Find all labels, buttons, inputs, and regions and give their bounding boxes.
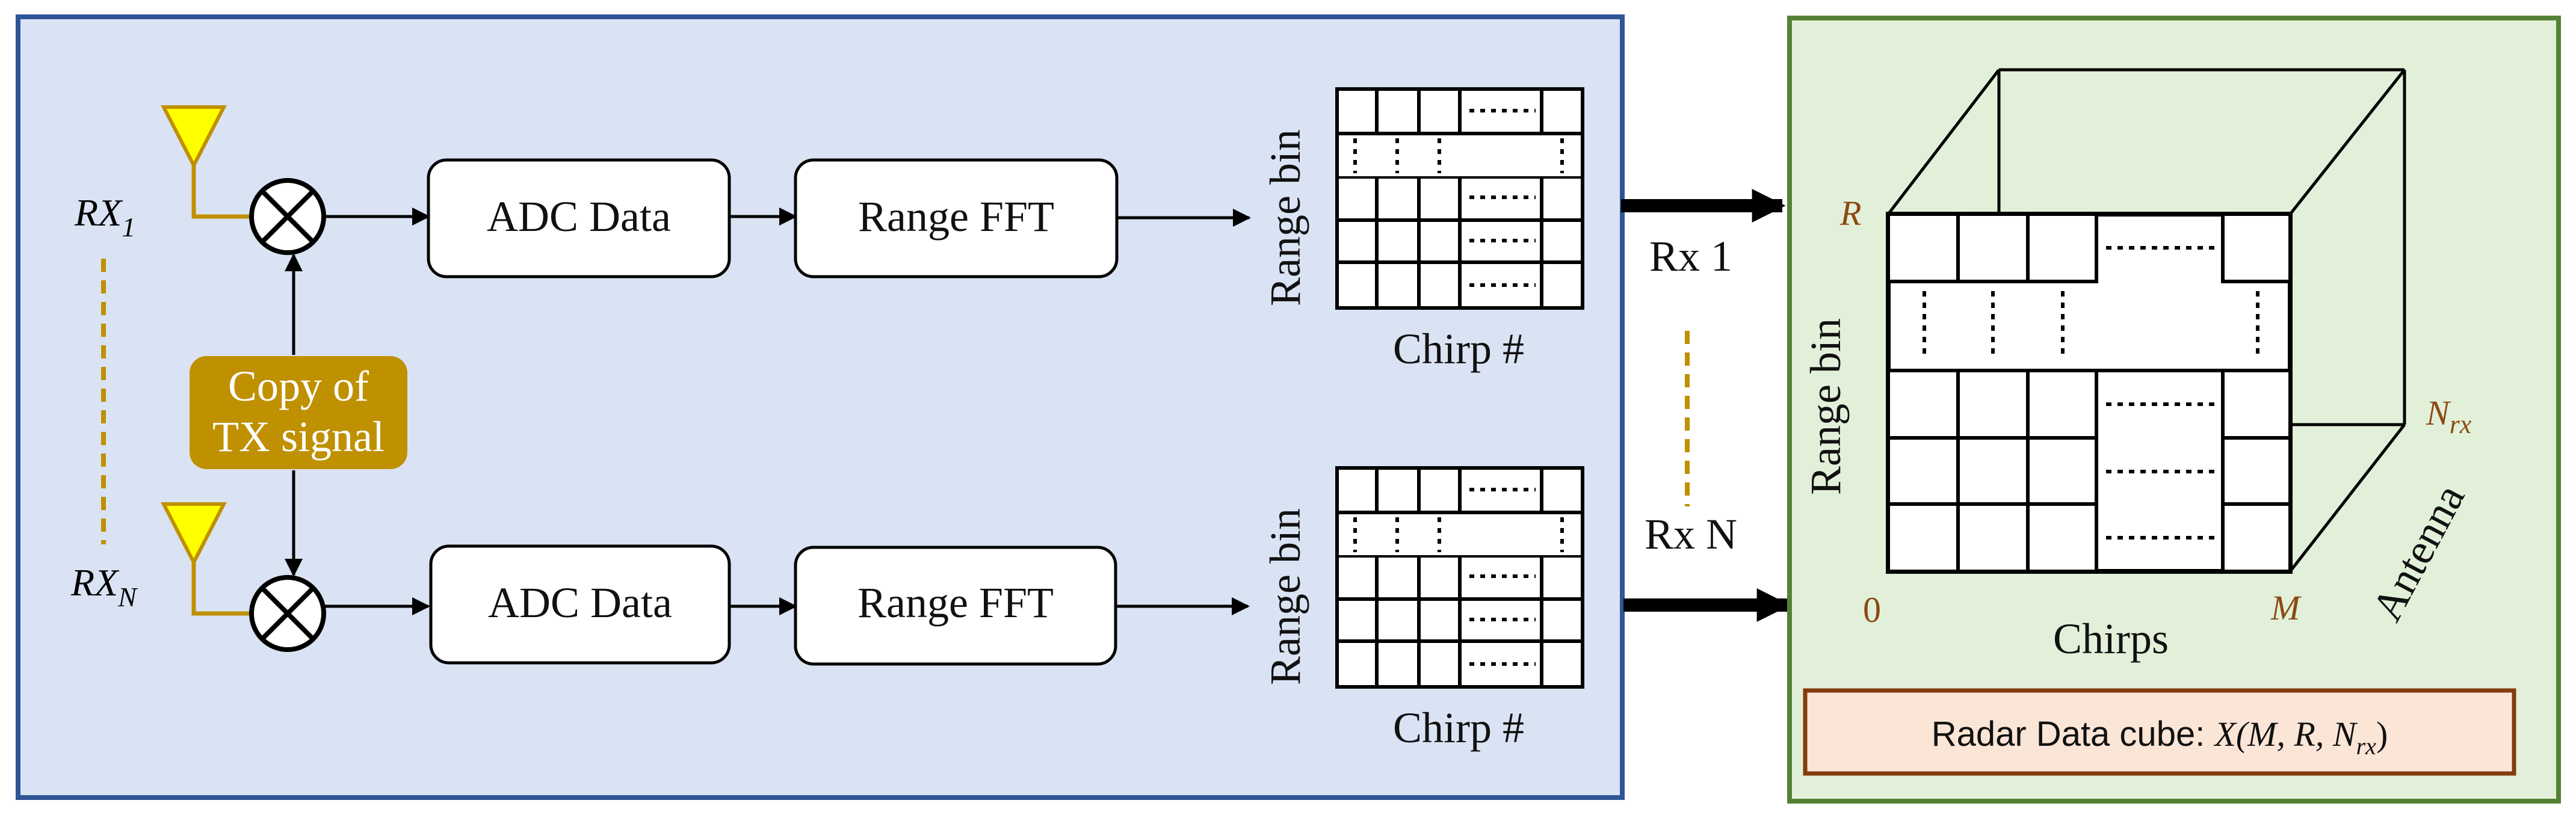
svg-text:Radar Data cube: X(M, R, Nrx): Radar Data cube: X(M, R, Nrx) [1932,715,2388,760]
mixer-icon [249,575,326,652]
radar-data-cube [1886,68,2406,574]
svg-text:TX signal: TX signal [212,413,385,461]
range-fft-block: Range FFT [794,158,1119,278]
svg-text:Copy of: Copy of [228,362,369,410]
matrix-y-label: Range bin [1261,129,1309,306]
range-fft-block: Range FFT [794,546,1117,666]
svg-text:ADC Data: ADC Data [487,192,671,241]
adc-data-block: ADC Data [427,158,731,278]
antenna-icon [161,105,252,219]
matrix-x-label: Chirp # [1393,325,1524,373]
rx-first-label: RX1 [74,191,135,242]
adc-data-block: ADC Data [429,544,731,665]
svg-text:Range FFT: Range FFT [857,579,1054,627]
range-chirp-matrix [1335,466,1584,689]
matrix-y-label: Range bin [1261,508,1309,685]
cube-y-axis-label: Range bin [1802,318,1850,495]
rx-last-label: RXN [70,561,138,612]
cube-r-label: R [1839,194,1861,233]
matrix-x-label: Chirp # [1393,704,1524,752]
mixer-icon [249,178,326,255]
svg-text:ADC Data: ADC Data [488,579,672,627]
data-cube-caption: Radar Data cube: X(M, R, Nrx) [1803,688,2516,776]
cube-x-axis-label: Chirps [2053,615,2169,663]
range-chirp-matrix [1335,87,1584,310]
svg-text:Range FFT: Range FFT [858,192,1054,241]
link-label-bottom: Rx N [1645,510,1737,558]
link-label-top: Rx 1 [1649,232,1732,280]
cube-zero-label: 0 [1863,590,1881,630]
tx-copy-box: Copy of TX signal [190,356,407,469]
antenna-icon [161,502,252,616]
cube-m-label: M [2270,588,2302,627]
cube-n-label: Nrx [2426,393,2472,439]
cube-front-grid [1886,212,2292,573]
